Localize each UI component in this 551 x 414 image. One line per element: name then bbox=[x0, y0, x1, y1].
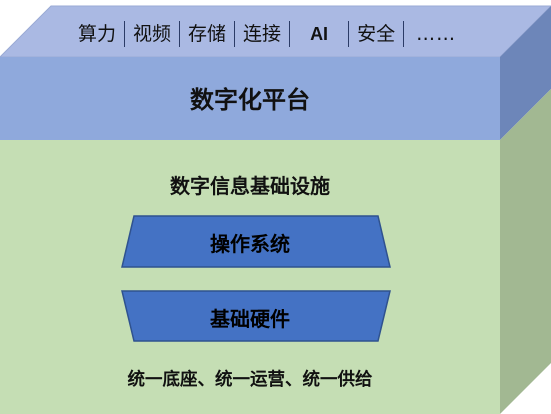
capability-storage: 存储 bbox=[188, 23, 227, 45]
os-trapezoid bbox=[121, 215, 391, 268]
capability-divider bbox=[234, 21, 236, 47]
capability-divider bbox=[124, 21, 126, 47]
os-label: 操作系统 bbox=[210, 232, 290, 256]
hardware-trapezoid bbox=[121, 290, 391, 342]
platform-side-face bbox=[500, 6, 551, 140]
capability-video: 视频 bbox=[133, 23, 172, 45]
capability-security: 安全 bbox=[357, 23, 396, 45]
infrastructure-front-face bbox=[0, 140, 500, 414]
platform-title: 数字化平台 bbox=[190, 86, 310, 114]
capability-ai: AI bbox=[310, 24, 329, 44]
capability-divider bbox=[179, 21, 181, 47]
capability-divider bbox=[403, 21, 405, 47]
infrastructure-title: 数字信息基础设施 bbox=[170, 174, 330, 198]
capability-connectivity: 连接 bbox=[243, 23, 282, 45]
infrastructure-footer: 统一底座、统一运营、统一供给 bbox=[127, 370, 373, 390]
capability-computing: 算力 bbox=[78, 23, 117, 45]
capability-strip: 算力 视频 存储 连接 AI 安全 …… bbox=[70, 15, 505, 53]
platform-front-face bbox=[0, 57, 500, 140]
capability-more: …… bbox=[416, 23, 457, 45]
capability-divider bbox=[348, 21, 350, 47]
infrastructure-side-face bbox=[500, 89, 551, 414]
capability-divider bbox=[289, 21, 291, 47]
hardware-label: 基础硬件 bbox=[210, 307, 290, 331]
